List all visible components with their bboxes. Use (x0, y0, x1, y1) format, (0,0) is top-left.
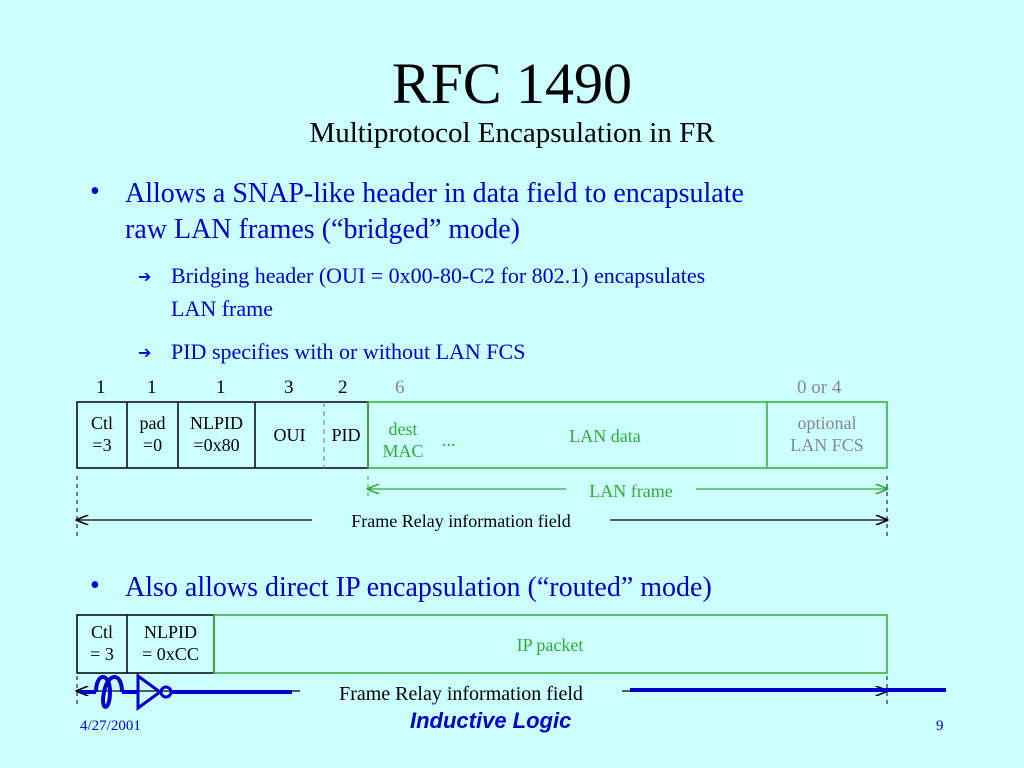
bullet-1-line-2: raw LAN frames (“bridged” mode) (125, 214, 520, 245)
inverter-logo-icon (136, 673, 163, 711)
lan-frame-box (367, 401, 888, 469)
size-nlpid: 1 (216, 377, 226, 398)
footer-page-number: 9 (936, 718, 944, 734)
size-dest-mac: 6 (395, 377, 405, 398)
routed-cell-ip-packet: IP packet (516, 635, 584, 655)
cell-dest-mac-line-2: MAC (382, 441, 424, 461)
cell-ellipsis: ... (442, 430, 456, 450)
routed-cell-ctl-name: Ctl (90, 622, 113, 642)
cell-lan-fcs-line-2: LAN FCS (790, 435, 864, 455)
bullet-marker: • (90, 570, 100, 601)
routed-cell-ctl-value: = 3 (90, 644, 114, 664)
cell-lan-fcs-line-1: optional (797, 413, 857, 433)
cell-dest-mac: dest MAC (372, 418, 434, 462)
routed-cell-nlpid: NLPID = 0xCC (127, 621, 214, 665)
cell-pad-name: pad (139, 413, 166, 433)
cell-ctl-value: =3 (92, 435, 112, 455)
cell-nlpid-value: =0x80 (193, 435, 240, 455)
cell-dest-mac-line-1: dest (388, 419, 418, 439)
span-fr-info-field: Frame Relay information field (351, 511, 571, 531)
routed-cell-ctl: Ctl = 3 (77, 621, 127, 665)
slide-title: RFC 1490 (391, 51, 633, 116)
routed-cell-nlpid-name: NLPID (144, 622, 197, 642)
cell-ctl-name: Ctl (90, 413, 113, 433)
cell-ctl: Ctl =3 (77, 412, 127, 456)
bullet-marker: • (90, 176, 100, 207)
cell-pid: PID (331, 425, 361, 445)
size-ctl: 1 (96, 377, 106, 398)
sub-bullet-1-line-2: LAN frame (171, 296, 274, 321)
cell-oui: OUI (273, 425, 306, 445)
bullet-2: Also allows direct IP encapsulation (“ro… (125, 572, 712, 603)
routed-span-fr-info-field: Frame Relay information field (300, 683, 622, 705)
cell-pad: pad =0 (127, 412, 178, 456)
bullet-1-line-1: Allows a SNAP-like header in data field … (125, 178, 744, 209)
ip-packet-box (213, 614, 888, 674)
size-pid: 2 (338, 377, 348, 398)
cell-lan-data: LAN data (569, 426, 641, 446)
footer-date: 4/27/2001 (80, 718, 141, 734)
size-pad: 1 (147, 377, 157, 398)
cell-nlpid-name: NLPID (190, 413, 243, 433)
cell-pad-value: =0 (142, 435, 163, 455)
inverter-bubble-icon (159, 685, 173, 699)
slide-subtitle: Multiprotocol Encapsulation in FR (309, 117, 715, 149)
size-oui: 3 (284, 377, 294, 398)
inductor-logo-icon (94, 675, 124, 709)
sub-bullet-1-line-1: Bridging header (OUI = 0x00-80-C2 for 80… (171, 263, 706, 288)
size-lan-fcs: 0 or 4 (797, 377, 842, 398)
arrow-icon: ➔ (138, 269, 152, 286)
cell-lan-fcs: optional LAN FCS (767, 412, 887, 456)
footer-brand-logo: Inductive Logic (410, 708, 572, 733)
routed-cell-nlpid-value: = 0xCC (142, 644, 199, 664)
sub-bullet-2: PID specifies with or without LAN FCS (171, 339, 526, 364)
cell-nlpid: NLPID =0x80 (178, 412, 255, 456)
span-lan-frame: LAN frame (589, 481, 673, 501)
arrow-icon: ➔ (138, 345, 152, 362)
